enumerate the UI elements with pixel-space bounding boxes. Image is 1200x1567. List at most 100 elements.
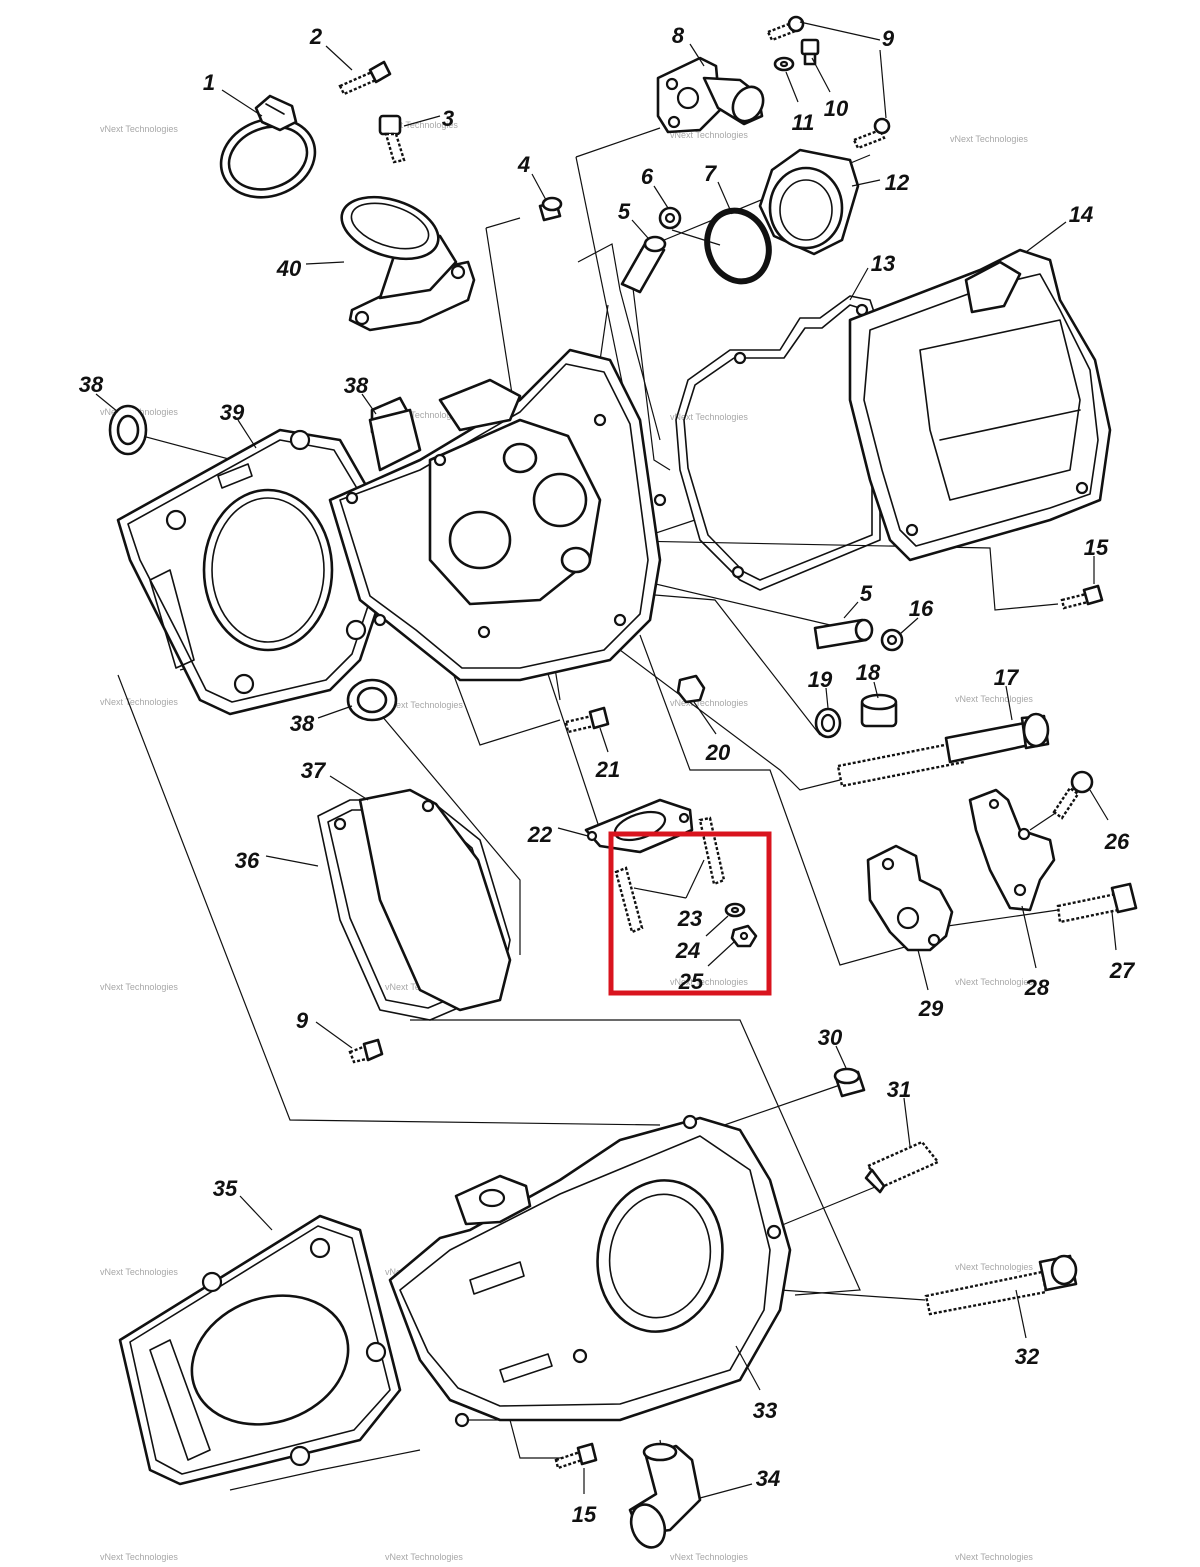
- leader-9a: [799, 21, 881, 41]
- leader-24: [705, 915, 729, 937]
- leader-40: [305, 261, 345, 265]
- callout-label: 38: [344, 373, 369, 398]
- callout-label: 12: [885, 170, 910, 195]
- exhaust-stud-23a: [614, 866, 644, 934]
- callout-label: 1: [203, 70, 215, 95]
- leader-8: [689, 43, 705, 67]
- leader-23b: [685, 859, 705, 899]
- nut-25: [730, 924, 758, 948]
- callout-leaders: [95, 21, 1117, 1499]
- valve-seal-6: [658, 206, 682, 230]
- intake-pipe: [340, 195, 476, 332]
- watermark: vNext Technologies: [670, 1552, 748, 1562]
- callout-label: 38: [290, 711, 315, 736]
- callout-label: 5: [860, 581, 873, 606]
- valve-guide-5a: [620, 235, 667, 294]
- watermark: vNext Technologies: [955, 694, 1033, 704]
- cylinder-bolt-32: [924, 1254, 1078, 1316]
- leader-7: [717, 181, 733, 215]
- watermark: vNext Technologies: [950, 134, 1028, 144]
- assembly-line: [709, 1084, 841, 1131]
- leader-20: [693, 701, 717, 735]
- assembly-line: [117, 674, 661, 1126]
- callout-label: 25: [678, 969, 704, 994]
- leader-32: [1015, 1289, 1027, 1339]
- valve-guide-5b: [813, 618, 874, 650]
- callout-label: 4: [517, 152, 530, 177]
- o-ring-7: [704, 207, 772, 285]
- assembly-line: [671, 229, 721, 246]
- callout-label: 15: [572, 1502, 597, 1527]
- assembly-line: [410, 1019, 861, 1296]
- leader-11: [785, 71, 799, 103]
- callout-label: 35: [213, 1176, 238, 1201]
- cap-screw-3: [378, 114, 406, 164]
- leader-39: [237, 419, 257, 449]
- leader-4: [531, 173, 547, 201]
- watermark: vNext Technologies: [100, 697, 178, 707]
- bolt-26: [1052, 770, 1094, 820]
- callout-label: 38: [79, 372, 104, 397]
- callout-label: 9: [296, 1008, 309, 1033]
- assembly-line: [499, 559, 841, 791]
- oil-seal-38c: [346, 678, 398, 722]
- leader-38b: [361, 393, 377, 415]
- callout-label: 30: [818, 1025, 843, 1050]
- water-outlet-elbow-8: [656, 56, 765, 134]
- cylinder-stud-bolt-17: [836, 712, 1050, 788]
- callout-label: 24: [675, 938, 700, 963]
- exhaust-stud-23b: [698, 816, 726, 886]
- leader-10: [811, 57, 831, 93]
- engine-bracket-29: [866, 844, 954, 952]
- assembly-line: [539, 649, 601, 831]
- watermark: vNext Technologies: [670, 130, 748, 140]
- callout-label: 11: [792, 110, 815, 135]
- assembly-line: [359, 689, 521, 955]
- cylinder-head: [328, 348, 667, 682]
- washer-24: [724, 902, 746, 918]
- watermark: vNext Technologies: [100, 1267, 178, 1277]
- callout-label: 16: [909, 596, 934, 621]
- assembly-line: [631, 279, 671, 471]
- leader-23a: [633, 887, 687, 899]
- callout-label: 19: [808, 667, 833, 692]
- leader-2: [325, 45, 353, 71]
- callout-label: 5: [618, 199, 631, 224]
- callout-label: 31: [887, 1077, 911, 1102]
- assembly-line: [779, 1289, 926, 1301]
- assembly-line: [460, 1419, 580, 1459]
- callout-label: 6: [641, 164, 654, 189]
- bolt-9b: [852, 117, 891, 150]
- watermark: vNext Technologies: [955, 1552, 1033, 1562]
- assembly-line: [577, 243, 661, 441]
- hose-clamp: [219, 94, 317, 199]
- watermark: vNext Technologies: [670, 698, 748, 708]
- bolt-27: [1056, 882, 1138, 924]
- callout-label: 17: [994, 665, 1020, 690]
- leader-27: [1111, 911, 1117, 951]
- dowel-pin-30: [833, 1067, 866, 1098]
- oil-seal-38a: [108, 404, 148, 456]
- watermark: vNext Technologies: [100, 124, 178, 134]
- assembly-line: [575, 127, 661, 158]
- callout-label: 22: [527, 822, 553, 847]
- leader-9c: [315, 1021, 353, 1049]
- leader-9b: [879, 49, 887, 119]
- nut-20: [676, 674, 706, 704]
- callout-label: 34: [756, 1466, 780, 1491]
- assembly-line: [229, 1449, 421, 1491]
- leader-25: [707, 941, 735, 967]
- assembly-lines: [117, 127, 1061, 1491]
- assembly-line: [639, 634, 931, 966]
- watermark: vNext Technologies: [670, 977, 748, 987]
- callout-label: 33: [753, 1398, 777, 1423]
- leader-17: [1005, 685, 1013, 721]
- callout-label: 7: [704, 161, 718, 186]
- callout-label: 32: [1015, 1344, 1040, 1369]
- leader-12: [851, 179, 881, 187]
- leader-38a: [95, 393, 119, 413]
- watermark: vNext Technologies: [380, 120, 458, 130]
- valve-seal-16: [880, 628, 904, 652]
